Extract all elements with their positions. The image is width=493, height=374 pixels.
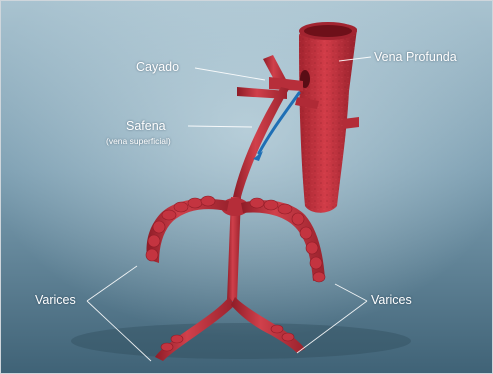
label-varices-right: Varices xyxy=(371,294,412,307)
label-vena-profunda: Vena Profunda xyxy=(374,51,457,64)
ground-shadow xyxy=(71,323,411,359)
label-cayado: Cayado xyxy=(136,61,179,74)
label-varices-left: Varices xyxy=(35,294,76,307)
label-safena-sub: (vena superficial) xyxy=(106,137,171,146)
label-safena: Safena xyxy=(126,120,166,133)
